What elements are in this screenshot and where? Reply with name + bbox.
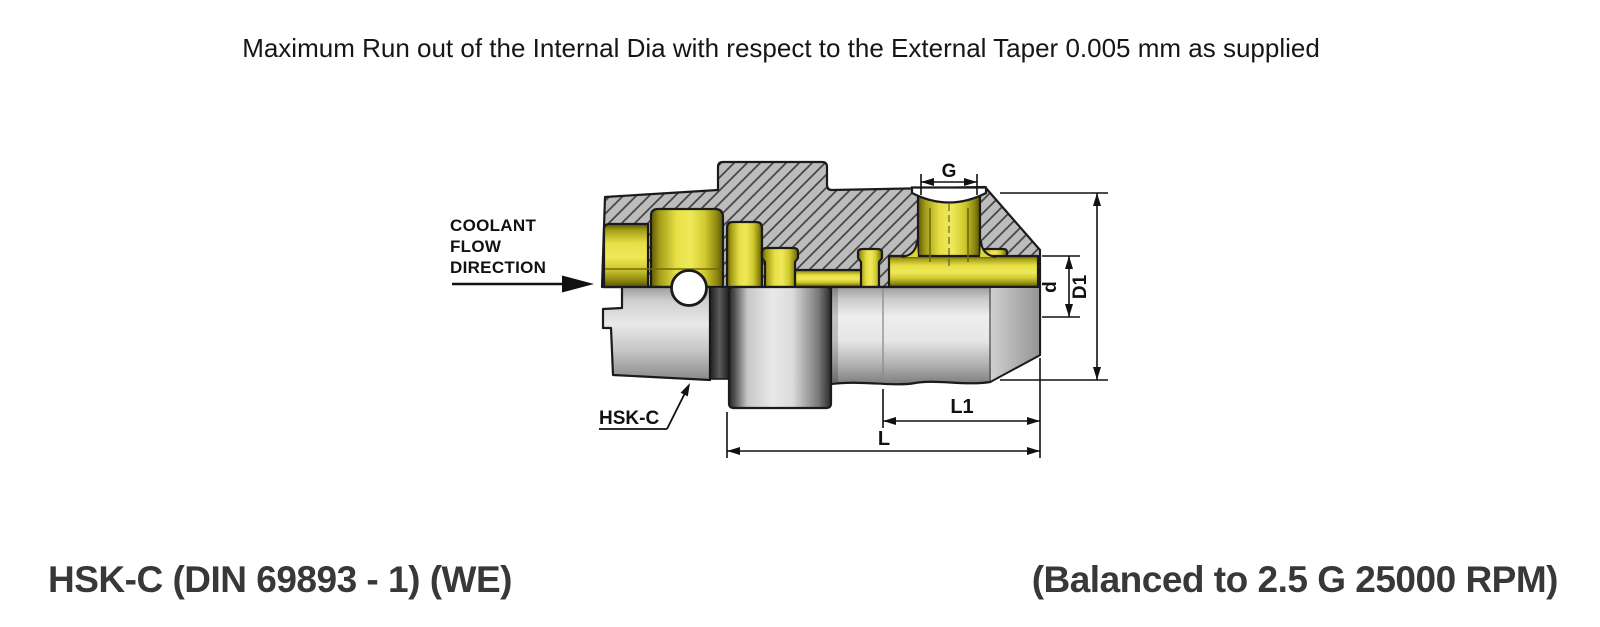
dimension-label-D1: D1 — [1070, 274, 1091, 299]
coolant-collar — [649, 207, 725, 289]
product-heading-left: HSK-C (DIN 69893 - 1) (WE) — [48, 559, 512, 600]
arrowhead-g-right — [964, 178, 977, 186]
coolant-rib-b — [760, 246, 800, 289]
section-upper-half — [600, 160, 1042, 289]
coolant-port-fillet-right — [980, 241, 996, 257]
drive-slot-hole — [670, 269, 708, 307]
arrowhead-d1-top — [1093, 193, 1101, 206]
flange-shadow — [831, 288, 838, 382]
flange-disc — [727, 285, 833, 410]
product-heading-right: (Balanced to 2.5 G 25000 RPM) — [1031, 559, 1559, 600]
coolant-flow-label-line2: FLOW — [450, 237, 502, 256]
coolant-flow-label-line1: COOLANT — [450, 216, 536, 235]
dimension-L1: L1 — [882, 358, 1041, 458]
arrowhead-d-bottom — [1065, 304, 1073, 317]
coolant-flow-callout: COOLANT FLOW DIRECTION — [450, 216, 594, 293]
flange-groove — [709, 286, 730, 380]
taper-leader-arrowhead — [680, 383, 690, 397]
taper-label: HSK-C — [599, 408, 659, 429]
dimension-label-d: d — [1040, 281, 1061, 293]
arrowhead-l-left — [727, 447, 740, 455]
dimension-D1: D1 — [1000, 192, 1108, 381]
coolant-channel-main — [887, 254, 1040, 289]
coolant-port-thread-lines — [929, 208, 969, 262]
coolant-flow-arrow-head — [562, 275, 594, 293]
arrowhead-l1-left — [883, 417, 896, 425]
taper-callout: HSK-C — [599, 383, 690, 430]
annotations: G d D1 L1 — [450, 161, 1108, 458]
dimension-G: G — [920, 161, 978, 195]
taper-leader-line — [666, 388, 688, 430]
coolant-channel-low — [793, 268, 865, 289]
coolant-rib-c — [856, 247, 884, 289]
dimension-d: d — [1040, 255, 1080, 318]
arrowhead-l1-right — [1027, 417, 1040, 425]
page-title: Maximum Run out of the Internal Dia with… — [242, 33, 1320, 63]
coolant-flow-label-line3: DIRECTION — [450, 258, 546, 277]
coolant-port-fillet-left — [902, 241, 918, 257]
arrowhead-d1-bottom — [1093, 367, 1101, 380]
dimension-label-G: G — [942, 161, 957, 182]
arrowhead-d-top — [1065, 256, 1073, 269]
dimension-label-L1: L1 — [950, 396, 973, 418]
external-lower-half — [601, 269, 1042, 410]
coolant-port-cup — [910, 186, 988, 204]
nose-cone-face — [991, 288, 1039, 381]
coolant-bore-foot — [602, 222, 650, 289]
coolant-port-fillet-left-edge — [901, 240, 918, 258]
coolant-rib-flange — [725, 220, 764, 289]
arrowhead-l-right — [1027, 447, 1040, 455]
coolant-port-fillet-right-edge — [980, 240, 997, 258]
arrowhead-g-left — [921, 178, 934, 186]
dimension-label-L: L — [878, 428, 890, 450]
dimension-L: L — [726, 412, 1040, 458]
